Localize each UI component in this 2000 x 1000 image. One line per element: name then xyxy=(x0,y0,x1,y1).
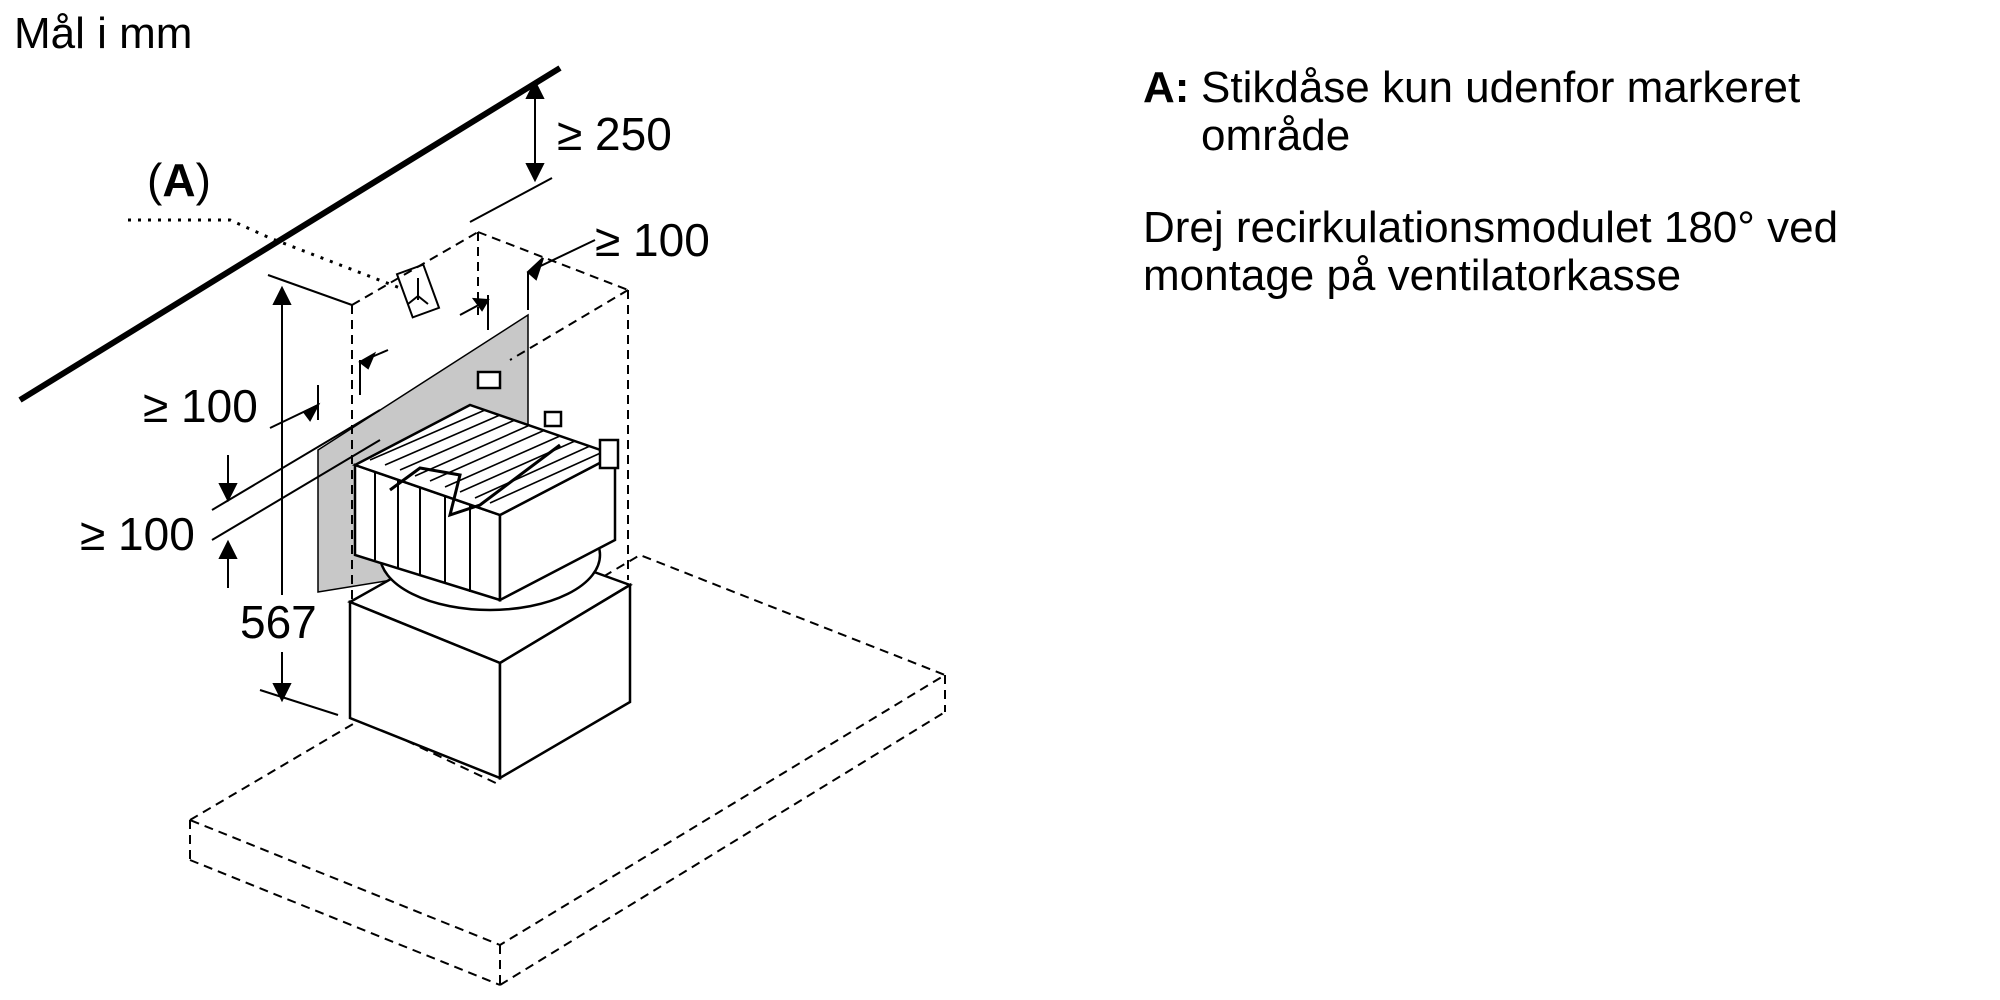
dim-total-height xyxy=(259,274,353,716)
dim-left-offset-label: ≥ 100 xyxy=(143,380,258,432)
legend-text: Stikdåse kun udenfor markeret område xyxy=(1201,63,1801,160)
dim-right-offset xyxy=(459,239,596,330)
ceiling-line xyxy=(18,65,562,403)
dim-socket-height-label: ≥ 100 xyxy=(80,508,195,560)
dim-socket-height xyxy=(211,409,381,588)
legend-item-a: A: Stikdåse kun udenfor markeret område xyxy=(1143,64,1963,160)
dim-right-offset-label: ≥ 100 xyxy=(595,214,710,266)
dim-top-clearance xyxy=(469,79,553,223)
callout-leader xyxy=(128,218,401,290)
units-title: Mål i mm xyxy=(14,9,192,58)
dim-top-clearance-label: ≥ 250 xyxy=(557,108,672,160)
dim-total-height-label: 567 xyxy=(240,596,317,648)
socket-icon xyxy=(395,263,441,319)
rotation-note: Drej recirkulationsmodulet 180° ved mont… xyxy=(1143,203,1839,300)
recirculation-module xyxy=(351,370,620,612)
legend: A: Stikdåse kun udenfor markeret område … xyxy=(1143,64,1963,300)
svg-text:(A): (A) xyxy=(147,154,211,206)
dim-left-offset xyxy=(269,349,389,429)
callout-a: (A) xyxy=(128,154,401,290)
legend-key: A: xyxy=(1143,63,1190,112)
filter-grid xyxy=(369,409,606,504)
